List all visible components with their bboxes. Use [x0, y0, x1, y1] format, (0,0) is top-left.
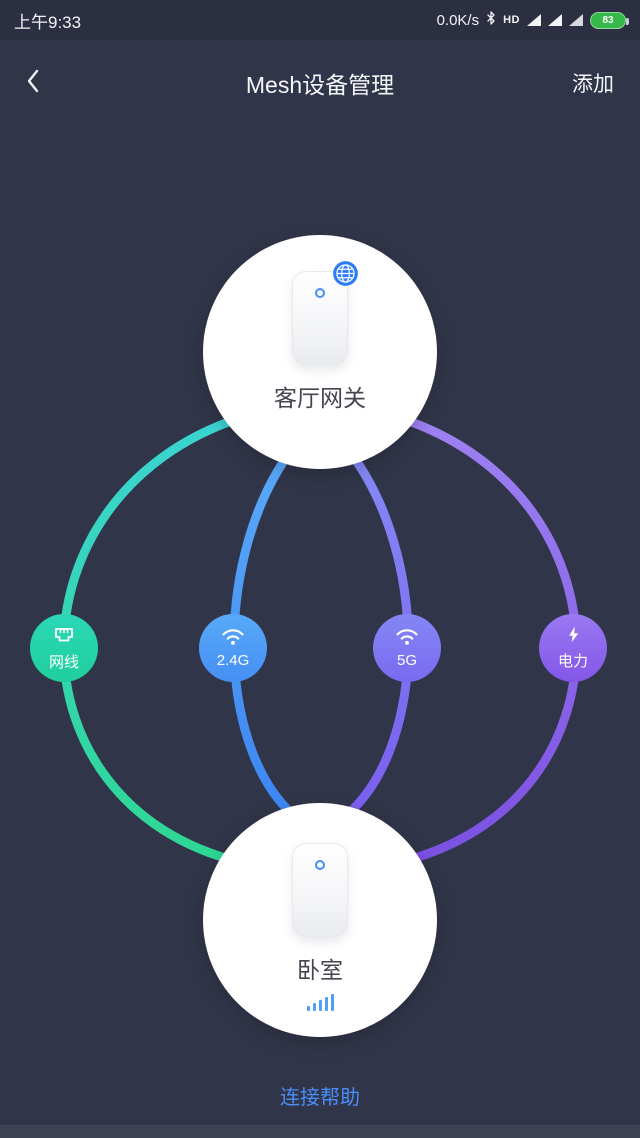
satellite-label: 卧室 [297, 957, 343, 983]
status-bar: 上午9:33 0.0K/s HD 83 [0, 0, 640, 40]
hd-icon: HD [503, 14, 520, 26]
nav-bar: Mesh设备管理 添加 [0, 40, 640, 126]
lan-port-icon [52, 625, 76, 650]
link-badge-label: 2.4G [216, 652, 250, 669]
add-button[interactable]: 添加 [572, 73, 614, 96]
signal-triangle-icon-2 [548, 14, 562, 26]
internet-globe-icon [332, 260, 359, 292]
wifi-triangle-icon [569, 14, 583, 26]
home-indicator-bar [0, 1125, 640, 1138]
router-device-image [292, 843, 348, 937]
network-speed: 0.0K/s [436, 11, 480, 29]
link-badge-2-4g[interactable]: 2.4G [199, 614, 267, 682]
battery-percent: 83 [602, 14, 614, 26]
status-icons: 0.0K/s HD 83 [436, 10, 629, 30]
link-badge-label: 电力 [557, 653, 588, 670]
chevron-left-icon [26, 69, 40, 98]
device-led-dot [315, 860, 325, 870]
link-badge-label: 5G [396, 652, 417, 669]
device-led-dot [315, 288, 325, 298]
lightning-bolt-icon [564, 625, 583, 649]
clock: 上午9:33 [14, 12, 82, 32]
link-badge-label: 网线 [48, 653, 79, 671]
link-badge-5g[interactable]: 5G [373, 614, 441, 682]
link-badge-ethernet[interactable]: 网线 [30, 614, 98, 682]
connection-help-link[interactable]: 连接帮助 [280, 1087, 360, 1109]
battery-indicator: 83 [590, 11, 629, 29]
wifi-icon [220, 627, 246, 651]
router-device-image [292, 261, 358, 365]
gateway-label: 客厅网关 [274, 385, 366, 411]
link-badge-power[interactable]: 电力 [539, 614, 607, 682]
gateway-node[interactable]: 客厅网关 [203, 235, 437, 469]
signal-bars-icon [306, 994, 334, 1011]
page-title: Mesh设备管理 [245, 72, 395, 98]
wifi-icon [394, 627, 420, 651]
signal-triangle-icon [527, 14, 541, 26]
back-button[interactable] [26, 63, 66, 103]
bluetooth-icon [486, 10, 496, 30]
satellite-node[interactable]: 卧室 [203, 803, 437, 1037]
